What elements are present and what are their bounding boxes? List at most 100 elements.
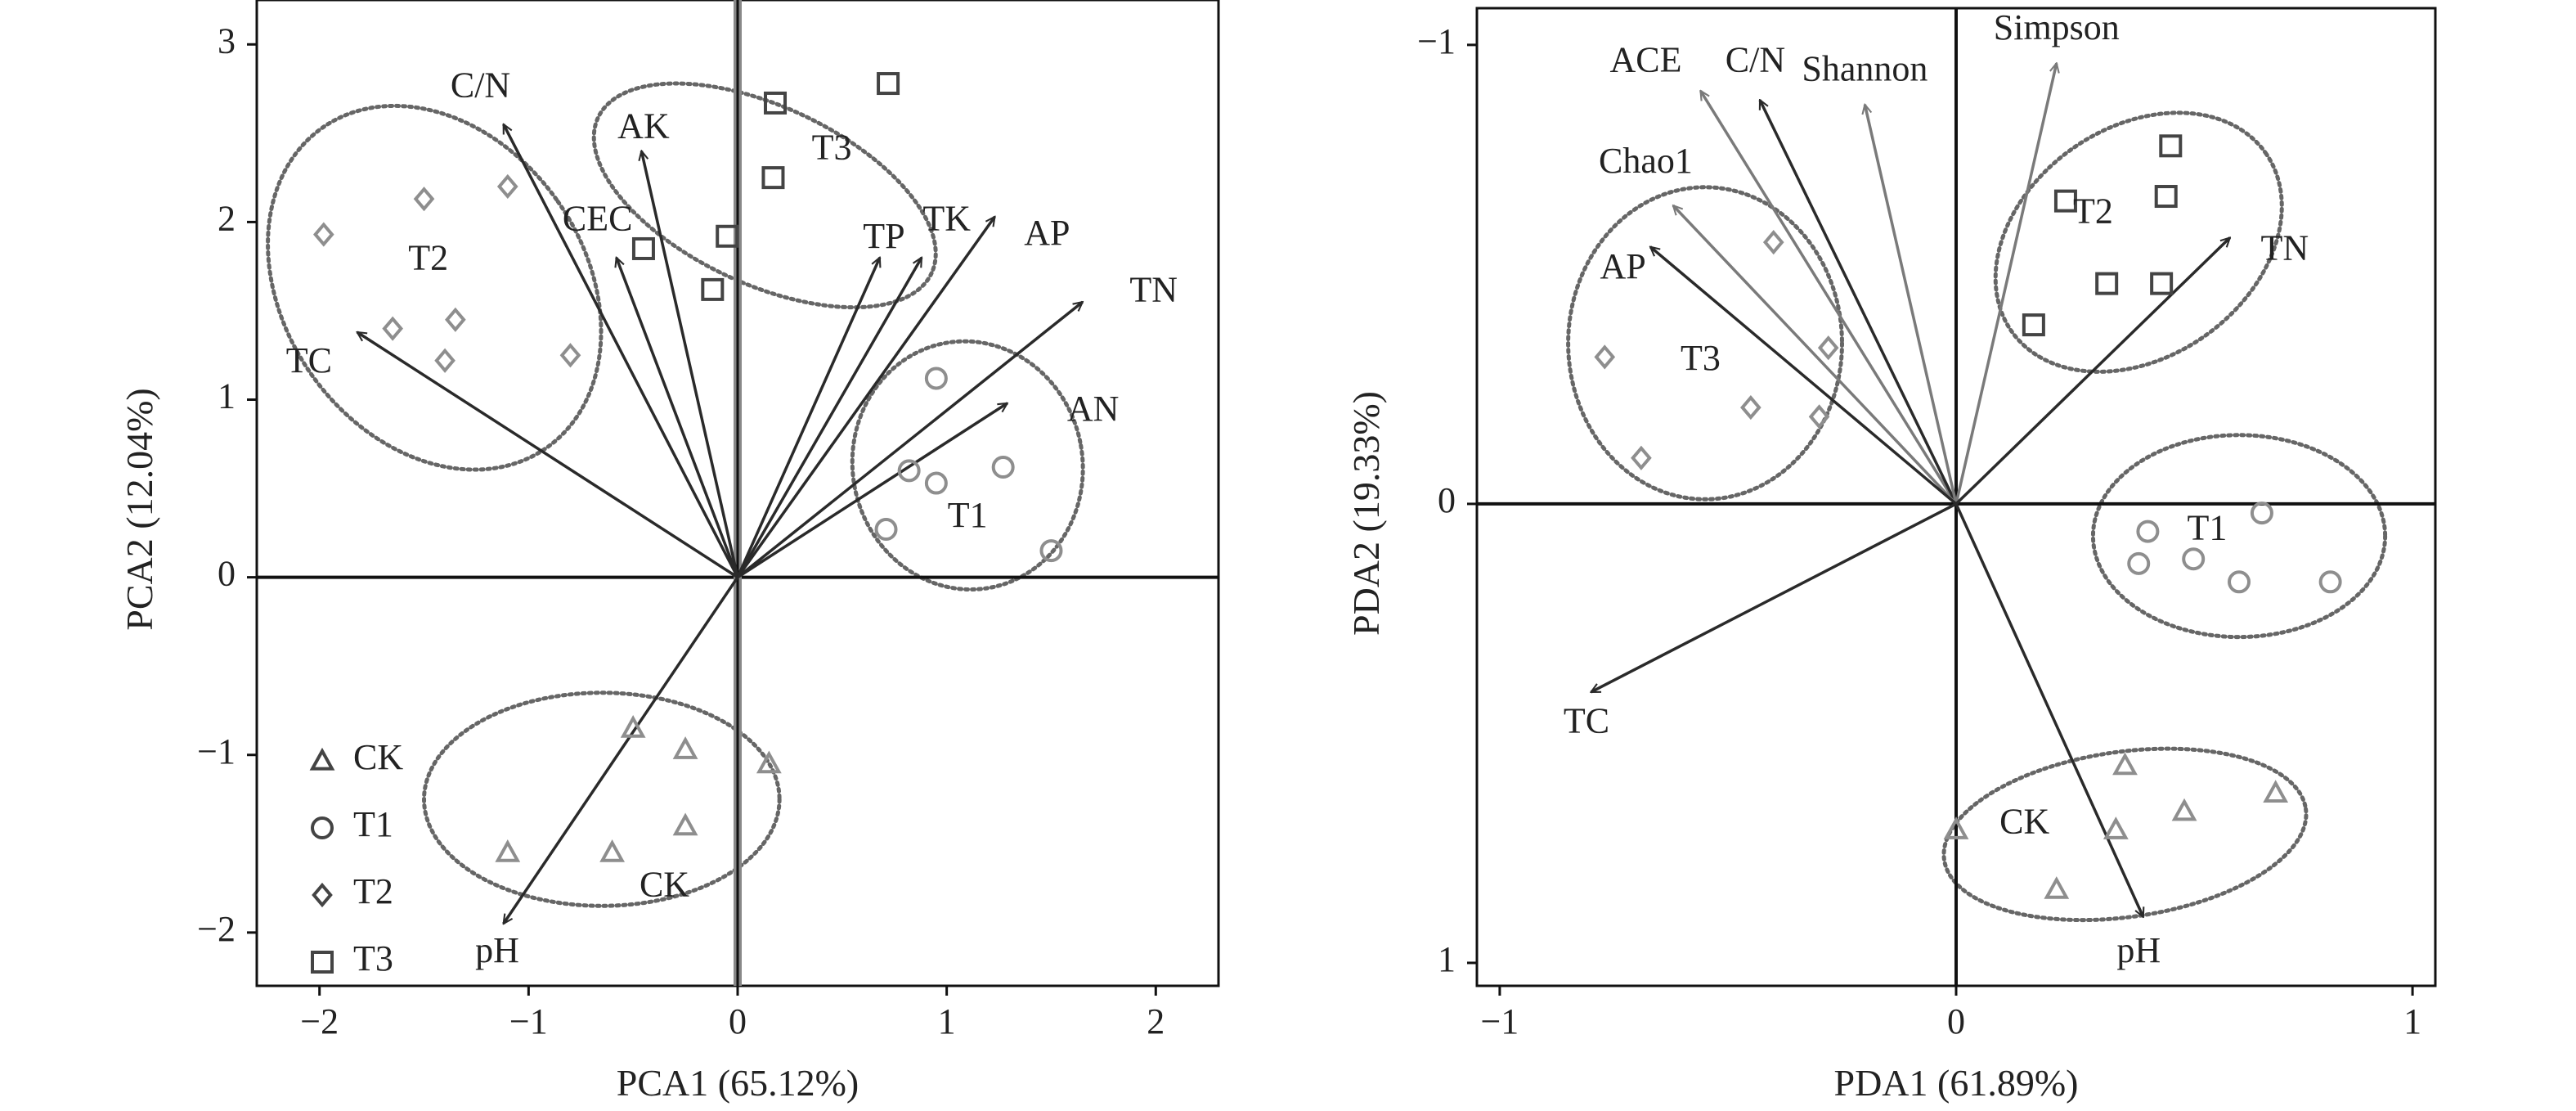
pca-vector-tp (736, 258, 880, 578)
pda-y-tick-label: 0 (1438, 480, 1456, 520)
pda-x-tick-label: 0 (1947, 1001, 1965, 1041)
pda-point-t1 (2228, 570, 2251, 594)
pda-point-ck (2171, 798, 2197, 821)
legend-marker-t1 (311, 816, 334, 839)
pca-vector-ap (736, 217, 996, 578)
pda-x-axis-title: PDA1 (61.89%) (1834, 1062, 2079, 1104)
pca-vector-label-cec: CEC (563, 198, 633, 238)
pda-y-axis-title: PDA2 (19.33%) (1345, 391, 1387, 636)
pda-point-t3 (1631, 445, 1652, 470)
pda-point-t3 (1817, 335, 1839, 361)
pda-vector-label-ace: ACE (1609, 39, 1681, 79)
pca-y-tick-label: 1 (218, 376, 236, 416)
pca-vector-an (737, 402, 1008, 579)
pda-ellipse-t2 (1993, 110, 2284, 374)
pca-vector-label-an: AN (1067, 389, 1120, 429)
pda-point-t2 (2154, 185, 2178, 209)
legend-marker-t3 (311, 951, 334, 974)
pca-vector-ak (641, 151, 739, 578)
pca-group-label-t1: T1 (948, 495, 988, 535)
pda-point-t1 (2182, 547, 2206, 571)
pda-point-t3 (1740, 395, 1761, 421)
pda-vector-ace (1699, 91, 1958, 505)
pda-vector-label-ap: AP (1600, 246, 1645, 286)
pca-point-t2 (382, 316, 403, 341)
pca-vector-label-cn: C/N (451, 65, 510, 106)
pda-point-t2 (2150, 272, 2174, 295)
legend-label-t3: T3 (353, 938, 393, 978)
pca-y-tick-label: 3 (218, 20, 236, 61)
legend-label-t1: T1 (353, 804, 393, 844)
pca-point-ck (620, 715, 646, 738)
pca-x-axis-title: PCA1 (65.12%) (617, 1062, 859, 1104)
pca-vector-label-tc: TC (286, 340, 332, 380)
pca-point-t3 (631, 236, 655, 260)
pda-point-ck (2044, 876, 2070, 899)
pca-ellipse-t1 (850, 339, 1085, 591)
pda-group-label-ck: CK (1999, 802, 2049, 842)
pda-vector-label-simpson: Simpson (1994, 7, 2120, 47)
pda-point-t3 (1808, 404, 1830, 430)
pda-point-t1 (2127, 551, 2151, 575)
pda-ellipse-t1 (2090, 433, 2388, 640)
legend-marker-ck (309, 747, 335, 771)
pda-point-t3 (1762, 230, 1784, 255)
pda-vector-ap (1650, 247, 1958, 506)
pca-vector-label-tp: TP (863, 216, 904, 256)
pda-vector-label-ph: pH (2116, 930, 2161, 970)
pda-x-tick-label: 1 (2403, 1001, 2421, 1041)
pca-vector-tc (357, 331, 738, 579)
pca-point-t1 (1039, 539, 1063, 563)
pca-point-t2 (413, 187, 435, 212)
pca-vector-cn (502, 124, 739, 578)
pca-x-tick-label: 2 (1147, 1001, 1165, 1041)
pca-point-ck (495, 839, 521, 862)
pca-group-label-t3: T3 (812, 128, 852, 168)
pda-point-t2 (2053, 189, 2077, 213)
pca-point-ck (672, 736, 698, 759)
pca-point-ck (756, 750, 782, 774)
legend-marker-t2 (312, 882, 333, 908)
pca-point-t3 (877, 72, 900, 96)
pda-point-t2 (2159, 134, 2183, 158)
pda-vector-tn (1954, 238, 2230, 506)
pca-vector-label-tk: TK (922, 198, 971, 238)
pca-x-tick-label: 0 (729, 1001, 747, 1041)
pda-vector-simpson (1954, 63, 2057, 505)
pca-y-tick-label: 2 (218, 198, 236, 238)
pca-point-t3 (701, 277, 725, 301)
pda-vector-chao1 (1673, 205, 1958, 506)
pca-group-label-t2: T2 (408, 237, 448, 277)
legend-label-ck: CK (353, 737, 403, 777)
pca-point-t1 (991, 456, 1015, 479)
pca-y-axis-title: PCA2 (12.04%) (119, 388, 160, 630)
pda-point-t2 (2095, 272, 2119, 295)
pca-vector-cec (617, 258, 739, 578)
pca-ellipse-t3 (591, 81, 938, 310)
pda-point-t3 (1594, 344, 1616, 370)
pca-point-t2 (312, 222, 334, 247)
pda-point-ck (2112, 752, 2138, 776)
pca-vector-label-ak: AK (617, 106, 670, 146)
pca-point-t2 (445, 307, 466, 332)
pca-point-t1 (897, 459, 921, 483)
pca-point-t3 (716, 224, 739, 248)
pda-point-t1 (2136, 520, 2160, 543)
pca-vector-ph (502, 576, 739, 924)
pca-y-tick-label: −2 (197, 909, 236, 949)
pca-x-tick-label: −1 (509, 1001, 548, 1041)
pca-point-t2 (496, 173, 518, 200)
pca-x-tick-label: 1 (938, 1001, 956, 1041)
pca-vector-label-ap: AP (1024, 213, 1070, 253)
pca-vector-tk (736, 258, 923, 578)
pda-vector-label-shannon: Shannon (1802, 49, 1928, 89)
pca-ellipse-ck (422, 690, 782, 908)
pca-vector-label-tn: TN (1129, 269, 1178, 309)
pca-y-tick-label: −1 (197, 731, 236, 771)
pda-vector-label-cn: C/N (1726, 39, 1785, 79)
pca-point-ck (672, 812, 698, 836)
pca-y-tick-label: 0 (218, 554, 236, 594)
